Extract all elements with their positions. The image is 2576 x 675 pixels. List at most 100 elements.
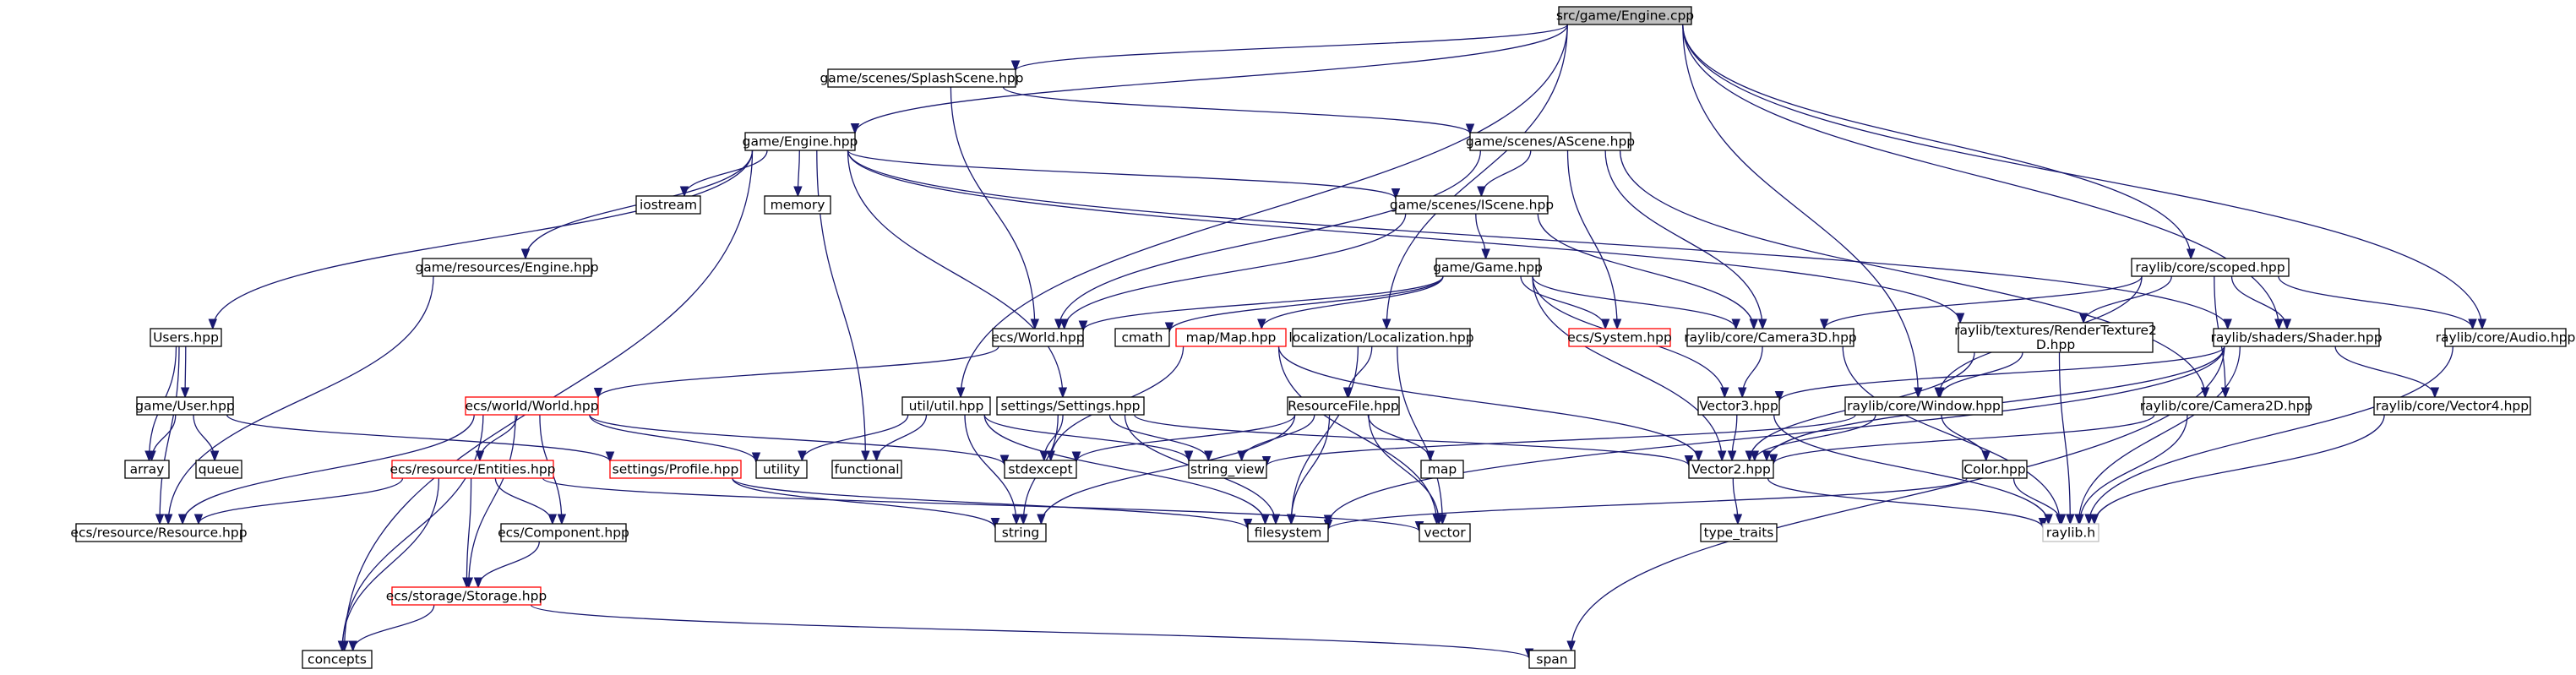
node-label: raylib/core/Vector4.hpp bbox=[2376, 399, 2529, 414]
node-box bbox=[755, 460, 808, 479]
graph-node-profile[interactable]: settings/Profile.hpp bbox=[609, 460, 742, 479]
node-box bbox=[1292, 328, 1471, 347]
graph-node-shader[interactable]: raylib/shaders/Shader.hpp bbox=[2210, 328, 2383, 347]
graph-node-concepts[interactable]: concepts bbox=[302, 650, 373, 669]
graph-node-users[interactable]: Users.hpp bbox=[150, 328, 222, 347]
node-label: game/User.hpp bbox=[135, 399, 235, 414]
graph-node-functional[interactable]: functional bbox=[831, 460, 902, 479]
edge-users-to-resource bbox=[160, 346, 180, 524]
node-label: cmath bbox=[1121, 330, 1163, 346]
graph-node-map-std[interactable]: map bbox=[1420, 460, 1464, 479]
graph-node-color[interactable]: Color.hpp bbox=[1962, 460, 2028, 479]
node-label: raylib/core/Window.hpp bbox=[1847, 399, 2001, 414]
graph-node-string[interactable]: string bbox=[994, 523, 1047, 542]
edge-settings-to-stdexcept bbox=[1044, 414, 1064, 460]
edge-game-to-ecs-world bbox=[1083, 275, 1444, 331]
graph-node-vector4[interactable]: raylib/core/Vector4.hpp bbox=[2373, 396, 2531, 416]
graph-node-scoped[interactable]: raylib/core/scoped.hpp bbox=[2131, 258, 2290, 277]
graph-node-queue[interactable]: queue bbox=[195, 460, 242, 479]
edge-audio-to-raylib-h bbox=[2089, 346, 2453, 524]
graph-node-util[interactable]: util/util.hpp bbox=[901, 396, 991, 416]
node-label: raylib.h bbox=[2046, 525, 2095, 541]
edge-iscene-to-game bbox=[1475, 213, 1486, 259]
graph-node-res-engine[interactable]: game/resources/Engine.hpp bbox=[415, 258, 599, 277]
node-label: game/Engine.hpp bbox=[743, 134, 858, 150]
graph-node-string-view[interactable]: string_view bbox=[1188, 460, 1267, 479]
edge-ecs-world-to-world-world bbox=[598, 346, 999, 398]
node-box bbox=[1686, 328, 1854, 347]
graph-node-resource[interactable]: ecs/resource/Resource.hpp bbox=[70, 523, 248, 542]
graph-node-vector2[interactable]: Vector2.hpp bbox=[1688, 460, 1774, 479]
edge-component-to-storage bbox=[478, 541, 540, 588]
node-label: string_view bbox=[1190, 462, 1265, 478]
graph-node-stdexcept[interactable]: stdexcept bbox=[1004, 460, 1077, 479]
graph-node-filesystem[interactable]: filesystem bbox=[1247, 523, 1329, 542]
node-label: localization/Localization.hpp bbox=[1288, 330, 1473, 346]
edge-shader-to-vector3 bbox=[1779, 346, 2225, 401]
node-box bbox=[2444, 328, 2567, 347]
graph-node-settings[interactable]: settings/Settings.hpp bbox=[996, 396, 1145, 416]
node-label: raylib/core/Camera2D.hpp bbox=[2140, 399, 2313, 414]
graph-node-audio[interactable]: raylib/core/Audio.hpp bbox=[2436, 328, 2576, 347]
node-box bbox=[1688, 460, 1774, 479]
node-label: settings/Settings.hpp bbox=[1000, 399, 1140, 414]
node-label: raylib/textures/RenderTexture2 bbox=[1954, 323, 2157, 338]
node-box bbox=[831, 460, 902, 479]
node-box bbox=[1469, 132, 1631, 151]
node-label: stdexcept bbox=[1008, 462, 1072, 477]
graph-node-resfile[interactable]: ResourceFile.hpp bbox=[1287, 396, 1400, 416]
graph-node-iostream[interactable]: iostream bbox=[635, 195, 701, 215]
node-box bbox=[2213, 328, 2380, 347]
edge-camera2d-to-vector2 bbox=[1773, 414, 2155, 465]
graph-node-user[interactable]: game/User.hpp bbox=[135, 396, 235, 416]
edge-world-world-to-concepts bbox=[342, 414, 484, 651]
graph-node-iscene[interactable]: game/scenes/IScene.hpp bbox=[1390, 195, 1554, 215]
graph-node-span[interactable]: span bbox=[1528, 650, 1576, 669]
graph-node-engine-hpp[interactable]: game/Engine.hpp bbox=[743, 132, 858, 151]
graph-node-ascene[interactable]: game/scenes/AScene.hpp bbox=[1466, 132, 1635, 151]
graph-node-map[interactable]: map/Map.hpp bbox=[1175, 328, 1287, 347]
graph-node-ecs-world[interactable]: ecs/World.hpp bbox=[991, 328, 1085, 347]
graph-node-window[interactable]: raylib/core/Window.hpp bbox=[1844, 396, 2003, 416]
graph-node-raylib-h[interactable]: raylib.h bbox=[2042, 523, 2099, 542]
graph-node-game[interactable]: game/Game.hpp bbox=[1433, 258, 1543, 277]
edge-world-world-to-resource bbox=[182, 414, 475, 524]
graph-node-entities[interactable]: ecs/resource/Entities.hpp bbox=[389, 460, 556, 479]
node-label: map bbox=[1428, 462, 1457, 477]
graph-node-type-traits[interactable]: type_traits bbox=[1700, 523, 1778, 542]
edge-vector4-to-raylib-h bbox=[2094, 414, 2385, 524]
edge-game-to-map bbox=[1261, 275, 1444, 329]
graph-node-engine-cpp[interactable]: src/game/Engine.cpp bbox=[1556, 6, 1694, 25]
graph-node-loc[interactable]: localization/Localization.hpp bbox=[1288, 328, 1474, 347]
graph-node-system[interactable]: ecs/System.hpp bbox=[1567, 328, 1672, 347]
graph-node-vector[interactable]: vector bbox=[1419, 523, 1471, 542]
node-label: ecs/resource/Resource.hpp bbox=[70, 525, 247, 541]
edge-engine-hpp-to-memory bbox=[798, 150, 799, 196]
node-label: concepts bbox=[308, 652, 367, 667]
graph-node-vector3[interactable]: Vector3.hpp bbox=[1697, 396, 1780, 416]
node-label: src/game/Engine.cpp bbox=[1556, 8, 1694, 24]
edge-engine-hpp-to-iscene bbox=[847, 150, 1397, 199]
graph-node-utility[interactable]: utility bbox=[755, 460, 808, 479]
edge-world-world-to-entities bbox=[480, 414, 518, 461]
graph-node-storage[interactable]: ecs/storage/Storage.hpp bbox=[386, 586, 547, 606]
graph-node-splash[interactable]: game/scenes/SplashScene.hpp bbox=[820, 68, 1024, 88]
graph-node-array[interactable]: array bbox=[124, 460, 170, 479]
edge-entities-to-concepts bbox=[342, 477, 440, 651]
node-box bbox=[124, 460, 170, 479]
node-layer: src/game/Engine.cpp game/scenes/SplashSce… bbox=[70, 6, 2576, 669]
graph-node-component[interactable]: ecs/Component.hpp bbox=[498, 523, 629, 542]
graph-node-world-world[interactable]: ecs/world/World.hpp bbox=[465, 396, 599, 416]
edge-vector3-to-vector2 bbox=[1732, 414, 1738, 460]
node-box bbox=[1528, 650, 1576, 669]
edge-engine-cpp-to-loc bbox=[1386, 24, 1568, 329]
graph-node-cmath[interactable]: cmath bbox=[1114, 328, 1170, 347]
graph-node-camera3d[interactable]: raylib/core/Camera3D.hpp bbox=[1684, 328, 1857, 347]
edge-user-to-array bbox=[152, 414, 177, 460]
graph-node-memory[interactable]: memory bbox=[764, 195, 831, 215]
graph-node-camera2d[interactable]: raylib/core/Camera2D.hpp bbox=[2140, 396, 2313, 416]
edge-loc-to-vector bbox=[1397, 346, 1443, 524]
node-box bbox=[994, 523, 1047, 542]
node-box bbox=[75, 523, 242, 542]
